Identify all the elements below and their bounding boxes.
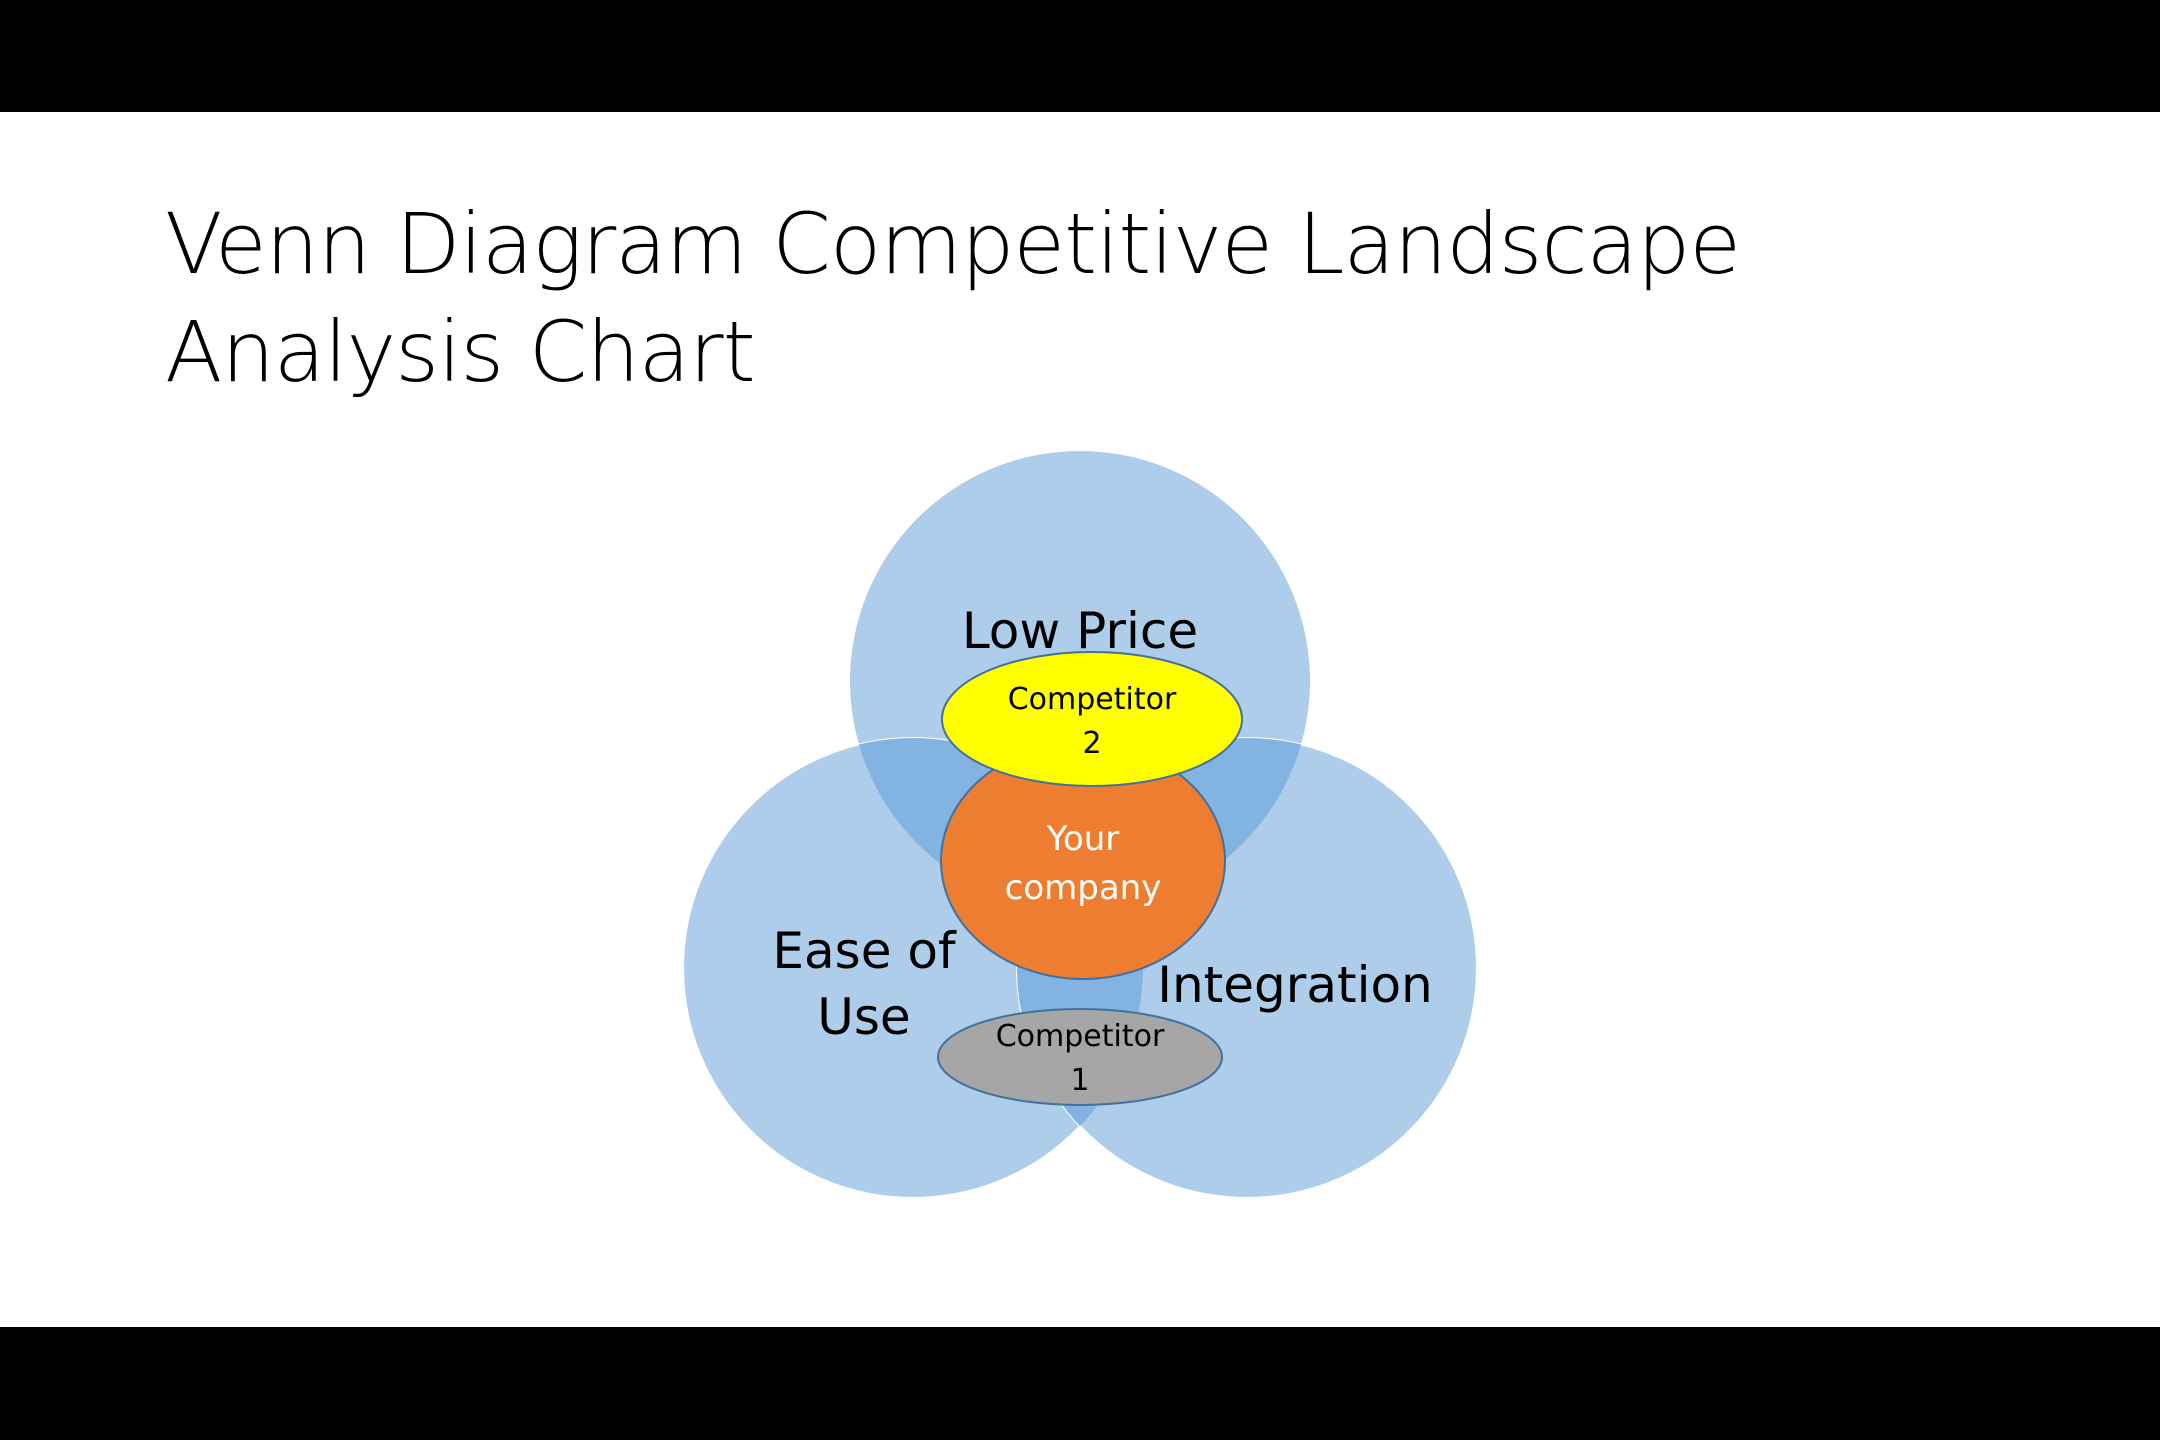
title-line-1: Venn Diagram Competitive Landscape	[165, 195, 1741, 293]
ellipse-competitor-1	[937, 1008, 1223, 1106]
title-line-2: Analysis Chart	[165, 303, 756, 401]
your-company-line-2: company	[1005, 868, 1162, 908]
label-low-price: Low Price	[962, 602, 1198, 660]
label-ease-of-use-2: Use	[817, 988, 910, 1046]
competitor-1-line-1: Competitor	[996, 1019, 1165, 1054]
ellipse-competitor-2	[941, 651, 1243, 787]
competitor-2-line-1: Competitor	[1008, 682, 1177, 717]
competitor-2-line-2: 2	[1082, 726, 1101, 761]
slide-title: Venn Diagram Competitive Landscape Analy…	[165, 190, 1741, 406]
label-integration: Integration	[1157, 956, 1433, 1014]
your-company-line-1: Your	[1046, 819, 1120, 859]
competitor-1-line-2: 1	[1070, 1063, 1089, 1098]
label-ease-of-use-1: Ease of	[772, 922, 957, 980]
